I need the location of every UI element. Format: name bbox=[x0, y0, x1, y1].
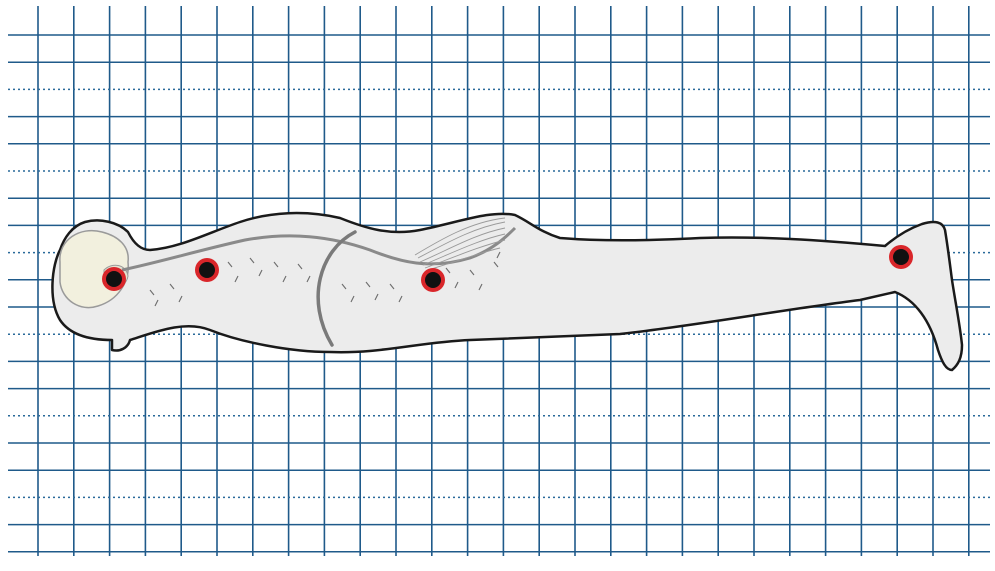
head-marker bbox=[102, 267, 126, 291]
lower-back-marker bbox=[421, 268, 445, 292]
ankle-marker bbox=[889, 245, 913, 269]
upper-back-marker bbox=[195, 258, 219, 282]
